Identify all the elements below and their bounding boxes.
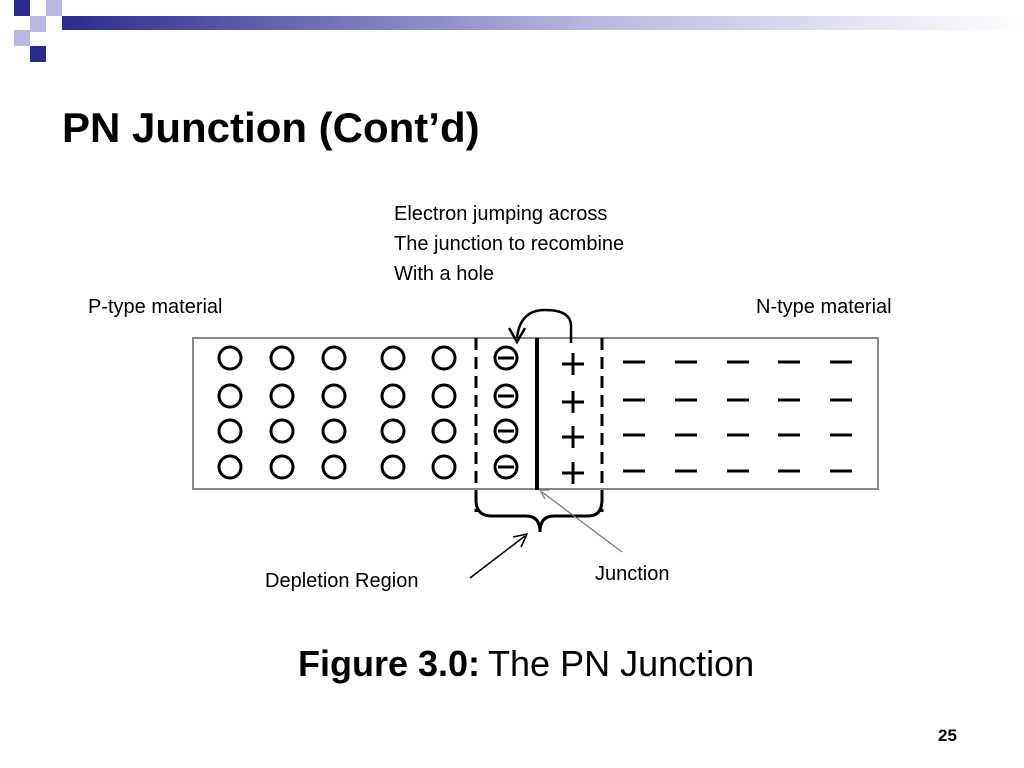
hole-circle [321, 345, 347, 371]
hole-circle [321, 454, 347, 480]
hole-circle [217, 383, 243, 409]
figure-caption: Figure 3.0:The PN Junction [298, 643, 754, 685]
hole-circle [321, 418, 347, 444]
arrowhead-icon [507, 327, 527, 345]
depletion-pointer-line [469, 535, 526, 579]
junction-pointer-line [541, 491, 623, 553]
pn-junction-diagram [192, 308, 879, 579]
hole-circle [431, 454, 457, 480]
hole-circle [269, 345, 295, 371]
arrowhead-icon [538, 489, 549, 500]
p-type-label: P-type material [88, 296, 223, 318]
acceptor-ion-circle [493, 383, 519, 409]
annotation-line: With a hole [394, 263, 495, 285]
hole-circle [269, 418, 295, 444]
hole-circle [380, 418, 406, 444]
caption-figure-number: Figure 3.0: [298, 643, 481, 684]
deco-square [14, 30, 30, 46]
slide-title: PN Junction (Cont’d) [62, 104, 480, 151]
acceptor-ion-circle [493, 454, 519, 480]
acceptor-ion-circle [493, 418, 519, 444]
carriers-group [217, 345, 852, 484]
hole-circle [380, 383, 406, 409]
electron-annotation: Electron jumping across The junction to … [394, 199, 624, 289]
hole-circle [217, 418, 243, 444]
header-gradient-bar [62, 16, 1024, 30]
hole-circle [217, 345, 243, 371]
page-number: 25 [938, 726, 957, 745]
annotation-line: Electron jumping across [394, 203, 608, 225]
hole-circle [431, 418, 457, 444]
deco-square [30, 16, 46, 32]
caption-text: The PN Junction [488, 643, 755, 684]
hole-circle [217, 454, 243, 480]
deco-square [30, 46, 46, 62]
hole-circle [269, 454, 295, 480]
acceptor-ion-circle [493, 345, 519, 371]
header-decoration [14, 0, 1024, 62]
annotation-line: The junction to recombine [394, 233, 625, 255]
hole-circle [380, 454, 406, 480]
hole-circle [269, 383, 295, 409]
n-type-label: N-type material [756, 296, 892, 318]
depletion-brace [474, 499, 604, 533]
arrowhead-icon [512, 532, 529, 548]
junction-label: Junction [595, 563, 670, 585]
hole-circle [431, 345, 457, 371]
hole-circle [321, 383, 347, 409]
hole-circle [380, 345, 406, 371]
deco-square [46, 0, 62, 16]
hole-circle [431, 383, 457, 409]
depletion-region-label: Depletion Region [265, 570, 419, 592]
electron-jump-arrow [515, 308, 573, 343]
deco-square [14, 0, 30, 16]
